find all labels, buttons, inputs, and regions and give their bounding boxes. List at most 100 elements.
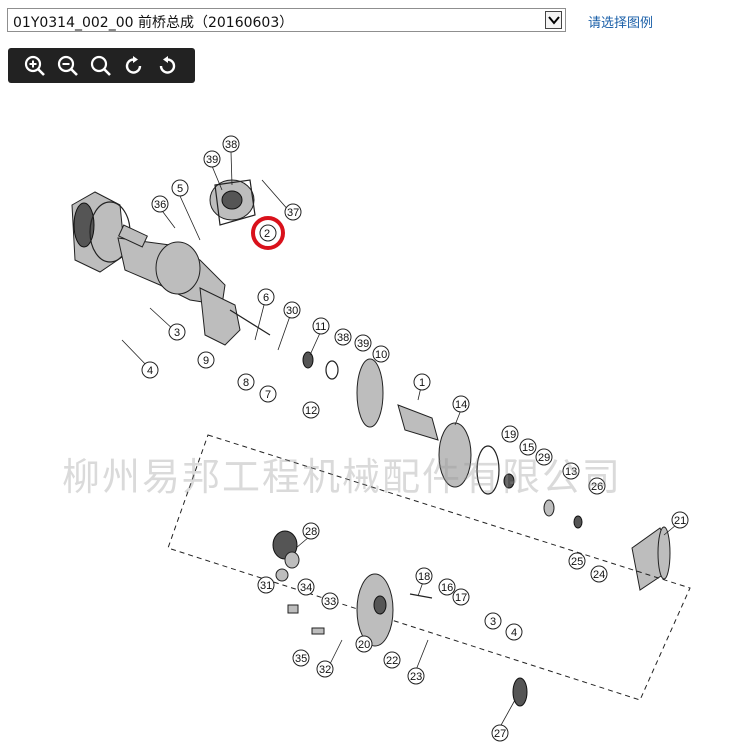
callout-21: 21 [671, 511, 689, 529]
callout-30: 30 [283, 301, 301, 319]
callout-18: 18 [415, 567, 433, 585]
svg-text:20: 20 [358, 639, 370, 651]
svg-text:25: 25 [571, 556, 583, 568]
callout-17: 17 [452, 588, 470, 606]
svg-text:29: 29 [538, 452, 550, 464]
svg-text:38: 38 [225, 139, 237, 151]
callout-38: 38 [222, 135, 240, 153]
callout-10: 10 [372, 345, 390, 363]
callout-25: 25 [568, 552, 586, 570]
callout-24: 24 [590, 565, 608, 583]
svg-text:10: 10 [375, 349, 387, 361]
callout-4a: 4 [141, 361, 159, 379]
callout-35: 35 [292, 649, 310, 667]
svg-text:39: 39 [357, 338, 369, 350]
svg-text:8: 8 [243, 377, 249, 389]
svg-text:19: 19 [504, 429, 516, 441]
company-watermark: 柳州易邦工程机械配件有限公司 [62, 455, 623, 499]
callout-23: 23 [407, 667, 425, 685]
svg-text:15: 15 [522, 442, 534, 454]
diagram-select[interactable]: 01Y0314_002_00 前桥总成（20160603） [7, 8, 566, 32]
svg-text:3: 3 [174, 327, 180, 339]
pick-diagram-link[interactable]: 请选择图例 [588, 16, 654, 31]
rotate-ccw-icon[interactable] [155, 54, 179, 78]
callout-11: 11 [312, 317, 330, 335]
callout-9: 9 [197, 351, 215, 369]
callout-12: 12 [302, 401, 320, 419]
svg-text:1: 1 [419, 377, 425, 389]
zoom-out-icon[interactable] [56, 54, 80, 78]
svg-text:33: 33 [324, 596, 336, 608]
axle-housing [71, 191, 271, 346]
svg-text:4: 4 [147, 365, 153, 377]
callout-14: 14 [452, 395, 470, 413]
selected-callout-label: 2 [264, 228, 270, 240]
svg-text:37: 37 [287, 207, 299, 219]
svg-text:5: 5 [177, 183, 183, 195]
callout-39b: 39 [354, 334, 372, 352]
callout-8: 8 [237, 373, 255, 391]
callout-15: 15 [519, 438, 537, 456]
callout-36: 36 [151, 195, 169, 213]
svg-text:4: 4 [511, 627, 517, 639]
svg-text:39: 39 [206, 154, 218, 166]
dropdown-arrow-icon[interactable] [545, 11, 562, 29]
exploded-parts-diagram[interactable]: 38 39 5 36 37 6 3 30 11 38 39 10 9 8 7 1… [0, 88, 750, 750]
svg-text:38: 38 [337, 332, 349, 344]
callout-29: 29 [535, 448, 553, 466]
callout-20: 20 [355, 635, 373, 653]
svg-text:21: 21 [674, 515, 686, 527]
callout-33: 33 [321, 592, 339, 610]
viewer-toolbar [8, 48, 195, 83]
callout-32: 32 [316, 660, 334, 678]
svg-text:30: 30 [286, 305, 298, 317]
svg-text:26: 26 [591, 481, 603, 493]
callout-31: 31 [257, 576, 275, 594]
callout-34: 34 [297, 578, 315, 596]
svg-text:9: 9 [203, 355, 209, 367]
svg-text:18: 18 [418, 571, 430, 583]
parts-diagram-svg: 38 39 5 36 37 6 3 30 11 38 39 10 9 8 7 1… [71, 135, 691, 742]
callout-39: 39 [203, 150, 221, 168]
differential-carrier [209, 179, 256, 226]
svg-text:31: 31 [260, 580, 272, 592]
callout-27: 27 [491, 724, 509, 742]
callout-1: 1 [413, 373, 431, 391]
svg-text:14: 14 [455, 399, 467, 411]
svg-text:36: 36 [154, 199, 166, 211]
svg-text:34: 34 [300, 582, 312, 594]
callout-37: 37 [284, 203, 302, 221]
part-callouts: 38 39 5 36 37 6 3 30 11 38 39 10 9 8 7 1… [141, 135, 689, 742]
rotate-cw-icon[interactable] [122, 54, 146, 78]
callout-38b: 38 [334, 328, 352, 346]
callout-22: 22 [383, 651, 401, 669]
callout-3a: 3 [168, 323, 186, 341]
svg-text:24: 24 [593, 569, 605, 581]
svg-text:32: 32 [319, 664, 331, 676]
svg-text:13: 13 [565, 466, 577, 478]
callout-16: 16 [438, 578, 456, 596]
callout-26: 26 [588, 477, 606, 495]
svg-text:7: 7 [265, 389, 271, 401]
callout-5: 5 [171, 179, 189, 197]
callout-7: 7 [259, 385, 277, 403]
callout-13: 13 [562, 462, 580, 480]
svg-text:17: 17 [455, 592, 467, 604]
zoom-reset-icon[interactable] [89, 54, 113, 78]
callout-28: 28 [302, 522, 320, 540]
svg-text:23: 23 [410, 671, 422, 683]
svg-text:11: 11 [315, 321, 326, 333]
assembly-frame [167, 434, 691, 701]
hub-parts [272, 530, 528, 707]
shaft-parts [302, 351, 671, 591]
svg-text:6: 6 [263, 292, 269, 304]
svg-text:3: 3 [490, 616, 496, 628]
leader-lines [121, 151, 677, 728]
diagram-select-value: 01Y0314_002_00 前桥总成（20160603） [13, 15, 294, 31]
selected-callout-2[interactable]: 2 [251, 216, 285, 250]
zoom-in-icon[interactable] [23, 54, 47, 78]
svg-text:16: 16 [441, 582, 453, 594]
svg-text:28: 28 [305, 526, 317, 538]
callout-3b: 3 [484, 612, 502, 630]
svg-text:27: 27 [494, 728, 506, 740]
